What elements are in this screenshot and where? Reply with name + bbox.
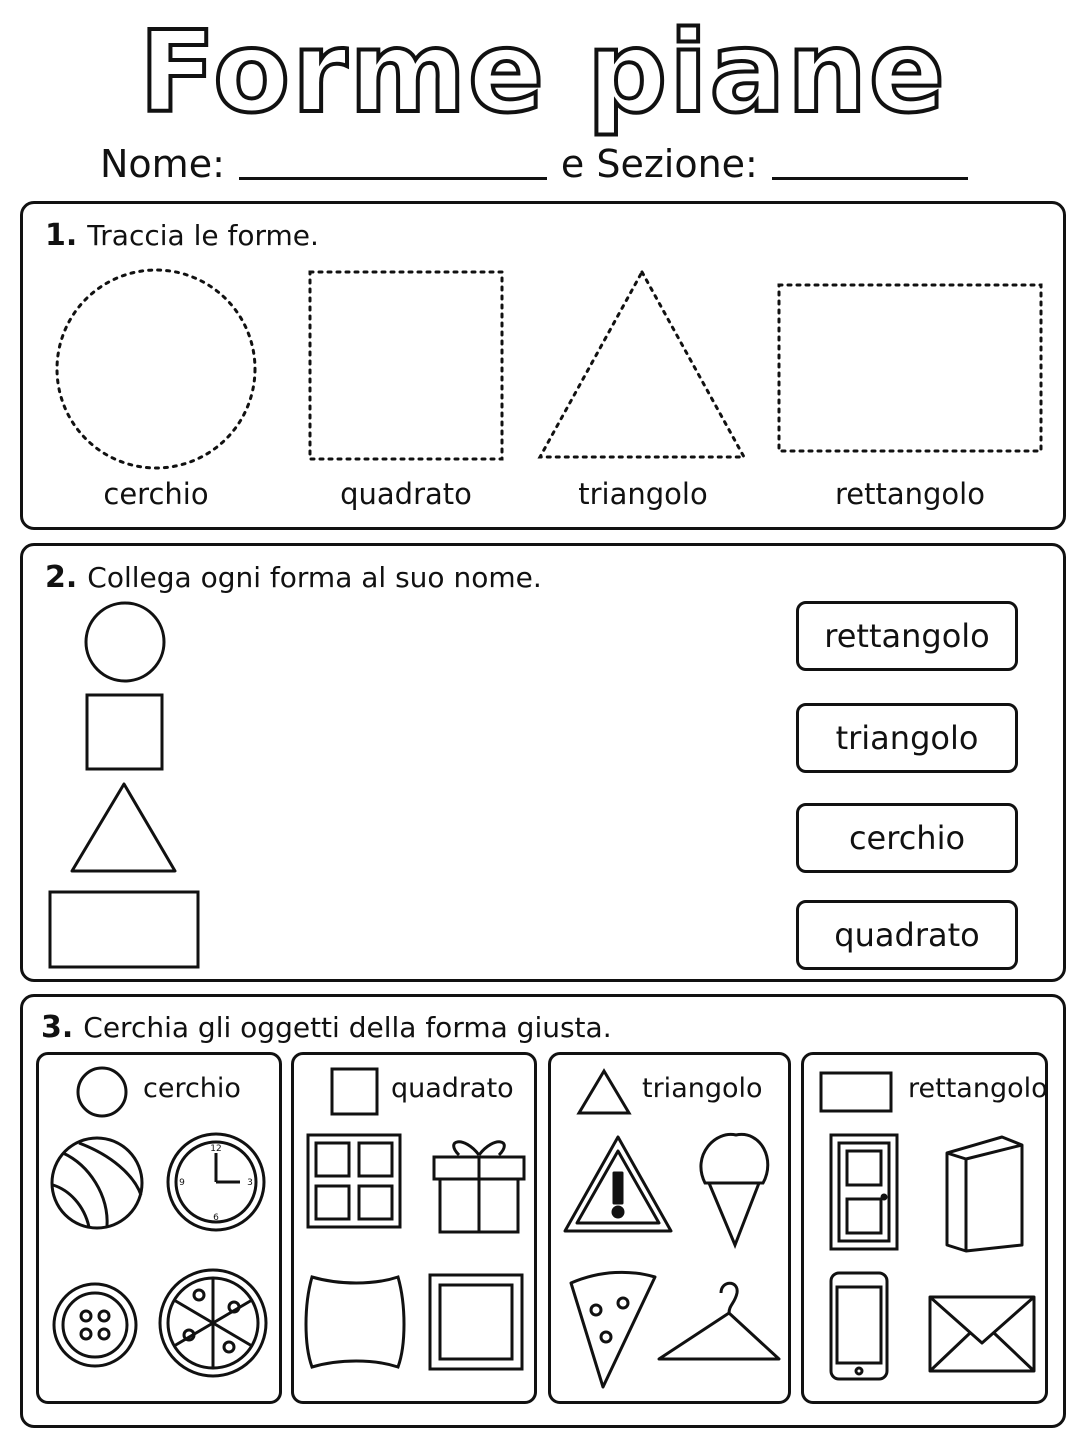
section-1-heading: 1. Traccia le forme.: [45, 218, 319, 253]
square-icon: [330, 1067, 379, 1116]
picture-frame-icon[interactable]: [428, 1273, 524, 1371]
ice-cream-cone-icon[interactable]: [699, 1132, 770, 1250]
dotted-shapes: [55, 268, 1043, 470]
name-box-quadrato[interactable]: quadrato: [796, 900, 1018, 970]
label-cerchio: cerchio: [103, 477, 209, 511]
section-1-number: 1.: [45, 218, 78, 253]
section-field[interactable]: [771, 141, 968, 180]
page-title: Forme piane: [137, 6, 947, 140]
panel-label-quadrato: quadrato: [391, 1073, 514, 1104]
dotted-triangle[interactable]: [537, 268, 747, 459]
section-1-instruction: Traccia le forme.: [87, 219, 319, 252]
svg-text:12: 12: [210, 1144, 221, 1154]
rectangle-icon: [819, 1071, 893, 1113]
pizza-slice-icon[interactable]: [569, 1270, 657, 1389]
svg-text:6: 6: [213, 1213, 219, 1223]
pizza-icon[interactable]: [158, 1268, 268, 1378]
panel-cerchio: 12 3 6 9 cerchio: [36, 1052, 282, 1404]
warning-sign-icon[interactable]: [563, 1135, 673, 1233]
name-box-triangolo[interactable]: triangolo: [796, 703, 1018, 773]
button-icon[interactable]: [52, 1282, 138, 1368]
clock-numbers: 12 3 6 9: [179, 1144, 253, 1223]
panel-rettangolo: rettangolo: [801, 1052, 1048, 1404]
pillow-icon[interactable]: [304, 1275, 406, 1369]
envelope-icon[interactable]: [928, 1295, 1036, 1373]
match-rectangle[interactable]: [48, 890, 200, 969]
match-triangle[interactable]: [70, 782, 177, 873]
section-2-instruction: Collega ogni forma al suo nome.: [87, 561, 542, 594]
label-triangolo: triangolo: [578, 477, 708, 511]
panel-triangolo-art: [563, 1068, 781, 1389]
label-rettangolo: rettangolo: [835, 477, 985, 511]
match-square[interactable]: [85, 693, 164, 771]
match-circle[interactable]: [84, 601, 166, 683]
svg-text:3: 3: [247, 1178, 253, 1188]
section-label: e Sezione:: [560, 142, 758, 186]
book-icon[interactable]: [945, 1135, 1024, 1253]
phone-icon[interactable]: [829, 1271, 889, 1381]
name-box-cerchio[interactable]: cerchio: [796, 803, 1018, 873]
panel-label-triangolo: triangolo: [642, 1073, 763, 1104]
window-icon[interactable]: [306, 1133, 402, 1229]
name-box-rettangolo[interactable]: rettangolo: [796, 601, 1018, 671]
name-label: Nome:: [100, 142, 225, 186]
match-shapes: [48, 601, 200, 969]
section-2-heading: 2. Collega ogni forma al suo nome.: [45, 560, 542, 595]
clock-icon[interactable]: [166, 1132, 266, 1232]
dotted-rectangle[interactable]: [777, 283, 1043, 453]
section-3-instruction: Cerchia gli oggetti della forma giusta.: [83, 1011, 612, 1044]
section-3-heading: 3. Cerchia gli oggetti della forma giusta…: [41, 1010, 612, 1045]
dotted-circle[interactable]: [55, 268, 257, 470]
beach-ball-icon[interactable]: [50, 1136, 144, 1230]
door-icon[interactable]: [829, 1133, 899, 1251]
panel-triangolo: triangolo: [548, 1052, 791, 1404]
svg-text:9: 9: [179, 1178, 185, 1188]
section-trace-shapes: 1. Traccia le forme. cerchio quadrato tri…: [20, 201, 1066, 530]
gift-icon[interactable]: [432, 1140, 526, 1234]
section-match-shapes: 2. Collega ogni forma al suo nome. rettan…: [20, 543, 1066, 982]
panel-cerchio-art: 12 3 6 9: [50, 1066, 268, 1378]
hanger-icon[interactable]: [657, 1281, 781, 1361]
name-field[interactable]: [238, 141, 547, 180]
circle-icon: [76, 1066, 128, 1118]
dotted-square[interactable]: [308, 270, 504, 461]
label-quadrato: quadrato: [340, 477, 472, 511]
name-row: Nome: e Sezione:: [100, 136, 1000, 186]
panel-rettangolo-art: [819, 1071, 1036, 1381]
section-3-number: 3.: [41, 1010, 74, 1045]
section-circle-objects: 3. Cerchia gli oggetti della forma giusta…: [20, 994, 1066, 1428]
panel-label-cerchio: cerchio: [143, 1073, 241, 1104]
panel-quadrato: quadrato: [291, 1052, 537, 1404]
panel-quadrato-art: [304, 1067, 526, 1371]
triangle-icon: [576, 1068, 632, 1115]
panel-label-rettangolo: rettangolo: [908, 1073, 1048, 1104]
section-2-number: 2.: [45, 560, 78, 595]
